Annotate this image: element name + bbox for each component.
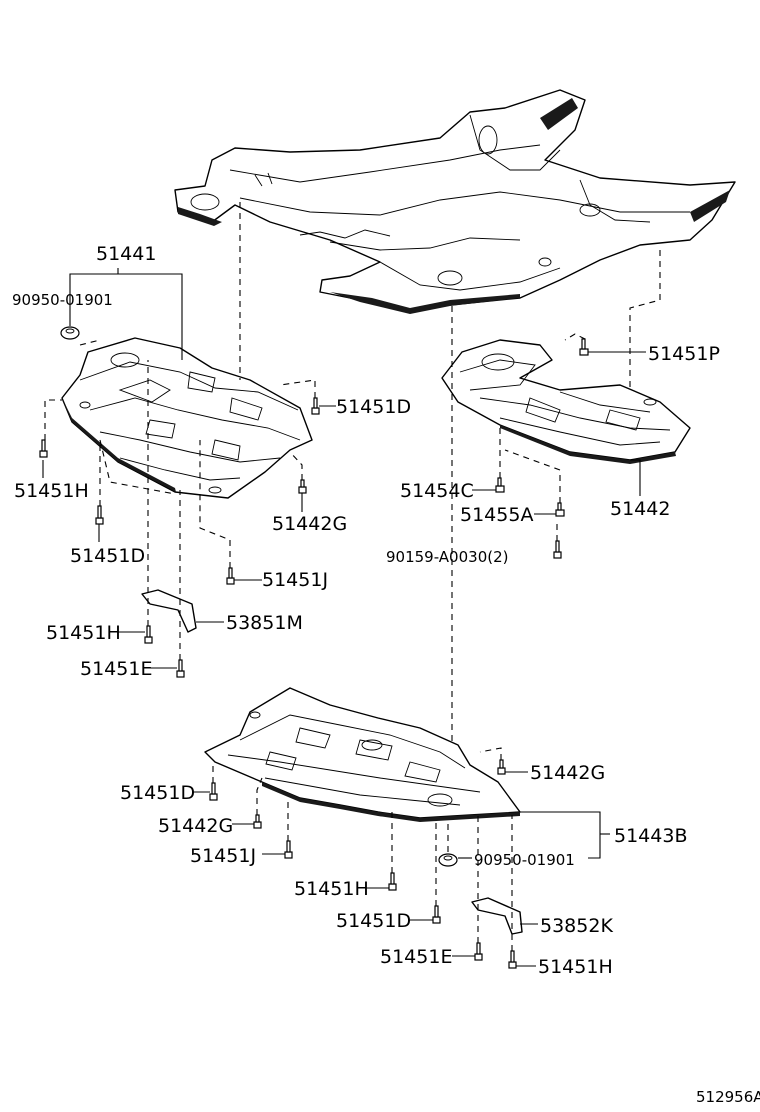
bolt-icon xyxy=(555,502,565,517)
bolt-icon xyxy=(39,439,48,458)
label-51443B: 51443B xyxy=(614,825,687,847)
suspension-crossmember xyxy=(174,89,736,314)
illustration-code: 512956A xyxy=(696,1088,760,1106)
bolt-icon xyxy=(388,872,397,891)
label-51441: 51441 xyxy=(96,243,156,265)
leader-lines xyxy=(42,268,646,967)
label-51451D-a: 51451D xyxy=(336,396,411,418)
bolt-icon xyxy=(284,840,293,859)
assembly-lines xyxy=(44,202,661,951)
label-51442G-c: 51442G xyxy=(158,815,233,837)
label-51442G-b: 51442G xyxy=(530,762,605,784)
bolt-icon xyxy=(253,814,262,829)
bracket-53852K xyxy=(471,897,523,935)
bracket-53851M xyxy=(141,589,197,633)
bolt-icon xyxy=(508,950,517,969)
label-51451J-a: 51451J xyxy=(262,569,328,591)
label-51451H-d: 51451H xyxy=(538,956,613,978)
bolt-icon xyxy=(144,625,153,644)
bolt-icon xyxy=(176,659,185,678)
bolt-icon xyxy=(497,759,506,775)
bolt-icon xyxy=(95,505,104,525)
label-51451E-b: 51451E xyxy=(380,946,452,968)
label-53851M: 53851M xyxy=(226,612,303,634)
label-51451D-d: 51451D xyxy=(336,910,411,932)
bolt-icon xyxy=(495,477,505,493)
label-90159-A0030: 90159-A0030(2) xyxy=(386,548,508,566)
label-90950-01901-top: 90950-01901 xyxy=(12,291,113,309)
label-51454C: 51454C xyxy=(400,480,474,502)
label-51451D-b: 51451D xyxy=(70,545,145,567)
label-51451D-c: 51451D xyxy=(120,782,195,804)
bolt-icon xyxy=(209,782,218,801)
label-51451E-a: 51451E xyxy=(80,658,152,680)
bolt-icon xyxy=(226,567,235,585)
label-51451H-a: 51451H xyxy=(14,480,89,502)
clip-90950-bottom-icon xyxy=(438,853,458,867)
engine-under-cover-51441 xyxy=(61,337,313,499)
label-53852K: 53852K xyxy=(540,915,613,937)
clip-90950-top-icon xyxy=(60,326,80,340)
label-90950-01901-bottom: 90950-01901 xyxy=(474,851,575,869)
label-51455A: 51455A xyxy=(460,504,533,526)
bolt-icon xyxy=(298,479,307,494)
label-51451H-b: 51451H xyxy=(46,622,121,644)
bolt-icon xyxy=(311,397,320,415)
label-51442: 51442 xyxy=(610,498,670,520)
engine-under-cover-51443B xyxy=(204,687,521,822)
label-51451H-c: 51451H xyxy=(294,878,369,900)
label-51451J-b: 51451J xyxy=(190,845,256,867)
bolt-icon xyxy=(553,540,562,559)
bolt-icon xyxy=(474,942,483,961)
bolt-icon xyxy=(432,905,441,924)
label-51451P: 51451P xyxy=(648,343,720,365)
bolt-icon xyxy=(579,338,589,356)
label-51442G-a: 51442G xyxy=(272,513,347,535)
engine-under-cover-51442 xyxy=(441,339,691,464)
